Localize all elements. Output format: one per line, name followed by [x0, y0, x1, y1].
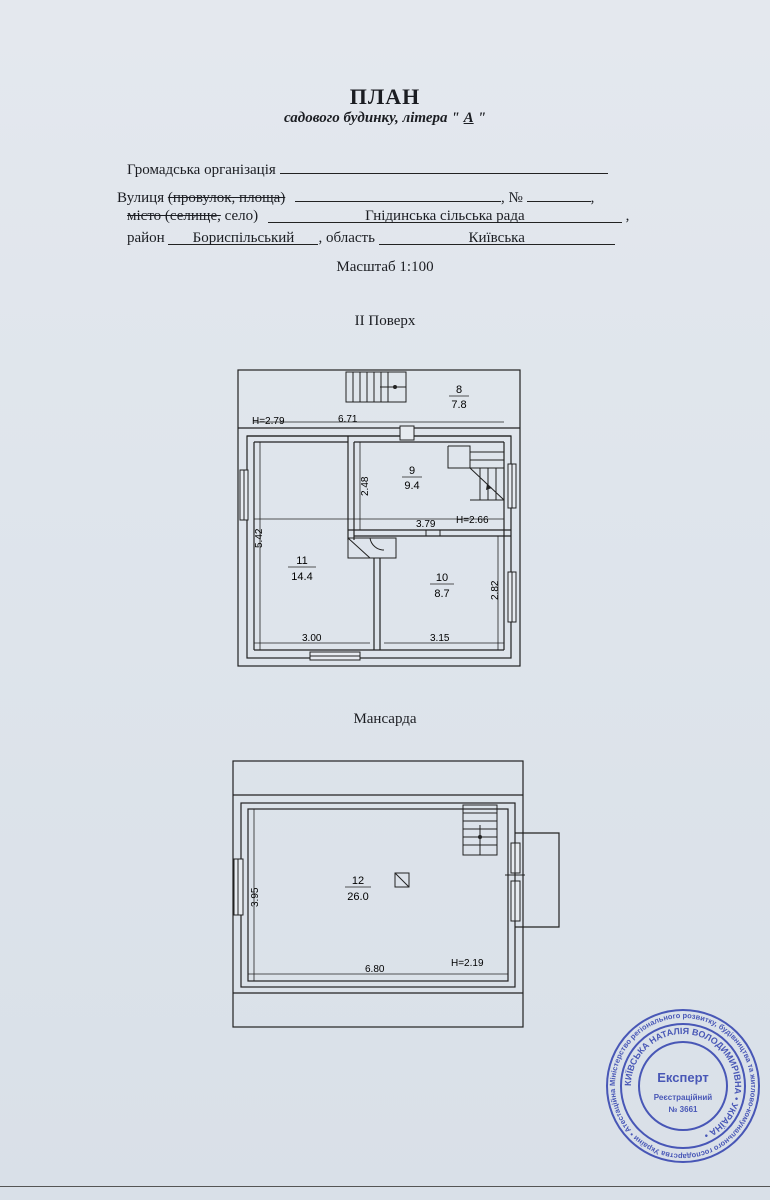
attic-height: H=2.19: [451, 958, 484, 969]
floor2-door-north: [399, 425, 415, 441]
document-title: ПЛАН: [349, 84, 421, 109]
floor2-outer-wall: [237, 369, 521, 667]
attic-chimney-icon: [394, 872, 410, 888]
floor2-label: II Поверх: [354, 313, 416, 329]
city-value: Гнідинська сільська рада: [267, 208, 622, 224]
floor2-dim-542: 5.42: [254, 528, 265, 548]
street-row: Вулиця (провулок, площа) , № ,: [117, 187, 594, 207]
city-struck-label: місто (селище,: [127, 208, 221, 224]
floor2-dim-315: 3.15: [430, 633, 450, 644]
subtitle-suffix: ": [477, 110, 486, 126]
subtitle-prefix: садового будинку, літера ": [284, 110, 460, 126]
floor2-dim-300: 3.00: [302, 633, 322, 644]
region-value: Київська: [378, 230, 615, 246]
city-row: місто (селище, село) Гнідинська сільська…: [127, 208, 630, 224]
scale-label: Масштаб 1:100: [336, 259, 434, 275]
room9-area: 9.4: [404, 480, 419, 492]
attic-plan: 3.95 12 26.0 6.80 H=2.19: [232, 760, 560, 1028]
organization-row: Громадська організація: [127, 159, 608, 179]
page-bottom-rule: [0, 1186, 770, 1187]
attic-stairs: [462, 804, 498, 856]
stamp-reg-label: Реєстраційний: [654, 1093, 713, 1102]
document-subtitle: садового будинку, літера "А": [0, 110, 770, 127]
district-label: район: [127, 230, 165, 246]
room9-number: 9: [409, 465, 415, 477]
street-label: Вулиця: [117, 190, 165, 206]
floor2-plan: H=2.79 6.71 8 7.8 9 9.4 2.48 3.79 H=2.66…: [237, 369, 521, 667]
floor2-dim-282: 2.82: [490, 580, 501, 600]
room8-number: 8: [456, 384, 462, 396]
street-struck-label: (провулок, площа): [167, 190, 286, 206]
number-value: [526, 187, 591, 202]
floor2-hall-stairs: [447, 445, 505, 501]
organization-label: Громадська організація: [127, 162, 276, 178]
floor2-balcony-height: H=2.79: [252, 416, 285, 427]
floor2-dim-248: 2.48: [360, 476, 371, 496]
room12-area: 26.0: [347, 891, 368, 903]
city-label: село): [224, 208, 259, 224]
stamp-reg-number: № 3661: [669, 1105, 698, 1114]
street-value: [295, 187, 502, 202]
room10-number: 10: [436, 572, 448, 584]
region-label: , область: [318, 230, 375, 246]
attic-dim-395: 3.95: [250, 887, 261, 907]
room8-area: 7.8: [451, 399, 466, 411]
room11-area: 14.4: [291, 571, 312, 583]
floor2-dim-671: 6.71: [338, 414, 358, 425]
room12-number: 12: [352, 875, 364, 887]
attic-dim-680: 6.80: [365, 964, 385, 975]
floor2-dim-379: 3.79: [416, 519, 436, 530]
floor2-balcony-stairs: [345, 371, 407, 403]
floor2-hall-height: H=2.66: [456, 515, 489, 526]
organization-value: [279, 159, 608, 174]
subtitle-letter: А: [463, 110, 474, 126]
room10-area: 8.7: [434, 588, 449, 600]
district-value: Бориспільський: [168, 230, 319, 246]
district-row: район Бориспільський, область Київська: [127, 230, 615, 247]
stamp-center-text: Експерт: [657, 1070, 708, 1085]
number-label: №: [508, 190, 523, 206]
expert-stamp: Міністерство регіонального розвитку, буд…: [603, 1006, 760, 1163]
room11-number: 11: [296, 555, 307, 567]
attic-outer-line: [232, 760, 524, 1028]
attic-label: Мансарда: [353, 711, 417, 727]
